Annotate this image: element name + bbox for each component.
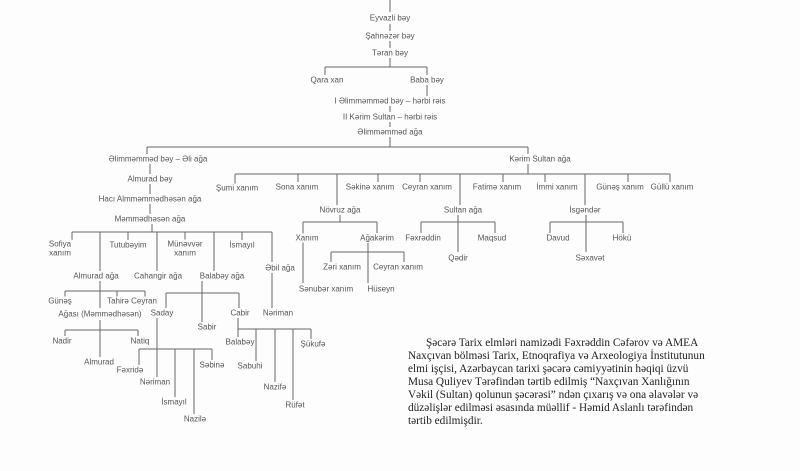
tree-node: Şumi xanım: [214, 183, 260, 193]
tree-node: Tutubəyim: [108, 240, 148, 250]
tree-node: Eyvazli bəy: [368, 13, 412, 23]
tree-node: Nəriman: [138, 377, 172, 387]
caption-line: tərtib edilmişdir.: [408, 415, 483, 427]
tree-node: İsgəndər: [568, 205, 602, 215]
tree-node: Şahnəzər bəy: [364, 31, 416, 41]
tree-node: Növruz ağa: [318, 205, 362, 215]
tree-node: Məmmədhəsən ağa: [113, 214, 187, 224]
tree-node: Günəş: [47, 296, 73, 306]
tree-node: Əlimməmməd bəy – Əli ağa: [107, 154, 209, 164]
tree-node: Ceyran xanım: [372, 262, 424, 272]
tree-node: İsmayıl: [160, 397, 188, 407]
tree-node: Xanım: [294, 233, 320, 243]
tree-node: Rüfət: [284, 400, 306, 410]
tree-node: Almurad ağa: [72, 271, 120, 281]
caption-line: elmi işçisi, Azərbaycan tarixi şəcərə cə…: [408, 363, 689, 375]
tree-node: Sabir: [196, 322, 218, 332]
tree-node: II Kərim Sultan – hərbi rəis: [341, 112, 439, 122]
caption-line: Musa Quliyev Tərəfindən tərtib edilmiş “…: [408, 376, 690, 388]
tree-node: Balabəy ağa: [198, 271, 246, 281]
tree-node: Cahangir ağa: [132, 271, 184, 281]
tree-node: Əbil ağa: [264, 263, 296, 273]
tree-node: Qara xan: [309, 75, 345, 85]
tree-node: Baba bəy: [409, 75, 445, 85]
source-caption: Şəcərə Tarix elmləri namizədi Fəxrəddin …: [408, 337, 788, 428]
tree-node: Davud: [545, 233, 571, 243]
tree-node: İmmi xanım: [535, 182, 579, 192]
tree-node: Əlimməmməd ağa: [356, 127, 424, 137]
tree-node: Fatimə xanım: [471, 182, 523, 192]
tree-node: Ağakərim: [359, 233, 395, 243]
tree-node: I Əlimməmməd bəy – hərbi rəis: [333, 96, 447, 106]
tree-node: Günəş xanım: [595, 182, 645, 192]
tree-node: Təran bəy: [370, 48, 410, 58]
tree-node: Ceyran xanım: [401, 182, 453, 192]
caption-line: Naxçıvan bölməsi Tarix, Etnoqrafiya və A…: [408, 350, 705, 362]
tree-node: Səkinə xanım: [344, 182, 396, 192]
caption-line: düzəlişlər edilməsi əsasında müəllif - H…: [408, 402, 694, 414]
tree-node: xanım: [48, 248, 72, 258]
tree-node: Nazifə: [262, 382, 288, 392]
tree-node: Şükufə: [299, 339, 327, 349]
caption-line: Şəcərə Tarix elmləri namizədi Fəxrəddin …: [426, 337, 699, 349]
tree-node: Fəxridə: [115, 365, 145, 375]
tree-node: Kərim Sultan ağa: [508, 154, 572, 164]
tree-node: Münəvvər: [166, 239, 204, 249]
tree-node: Hacı Almməmmədhəsən ağa: [97, 194, 203, 204]
tree-node: Sultan ağa: [442, 205, 484, 215]
tree-node: Hüseyn: [366, 284, 396, 294]
tree-node: Qədir: [447, 253, 469, 263]
tree-node: Sabuhi: [236, 361, 264, 371]
tree-node: Cabir: [229, 308, 251, 318]
tree-node: Balabəy: [224, 337, 256, 347]
tree-node: Sona xanım: [274, 182, 320, 192]
tree-node: Səbinə: [198, 360, 226, 370]
tree-node: Nəriman: [261, 308, 295, 318]
tree-node: Nadir: [51, 336, 73, 346]
tree-node: Tahirə Ceyran: [106, 296, 158, 306]
caption-line: Vəkil (Sultan) qolunun şəcərəsi” ndən çı…: [408, 389, 699, 401]
tree-node: Zəri xanım: [322, 262, 362, 272]
tree-node: Maqsud: [476, 233, 508, 243]
tree-node: Sənubər xanım: [297, 284, 355, 294]
tree-node: Nazilə: [182, 414, 208, 424]
tree-node: xanım: [173, 248, 197, 258]
tree-node: Almurad bəy: [126, 174, 174, 184]
tree-node: Fəxrəddin: [404, 233, 442, 243]
tree-node: İsmayıl: [228, 240, 256, 250]
tree-node: Saday: [149, 308, 175, 318]
tree-node: Natiq: [129, 336, 151, 346]
tree-node: Ağası (Məmmədhəsən): [57, 309, 143, 319]
tree-node: Güllü xanım: [649, 182, 695, 192]
tree-node: Almurad: [83, 357, 115, 367]
tree-node: Səxavət: [574, 253, 606, 263]
tree-node: Hökü: [611, 233, 633, 243]
tree-node: Sofiya: [47, 239, 73, 249]
